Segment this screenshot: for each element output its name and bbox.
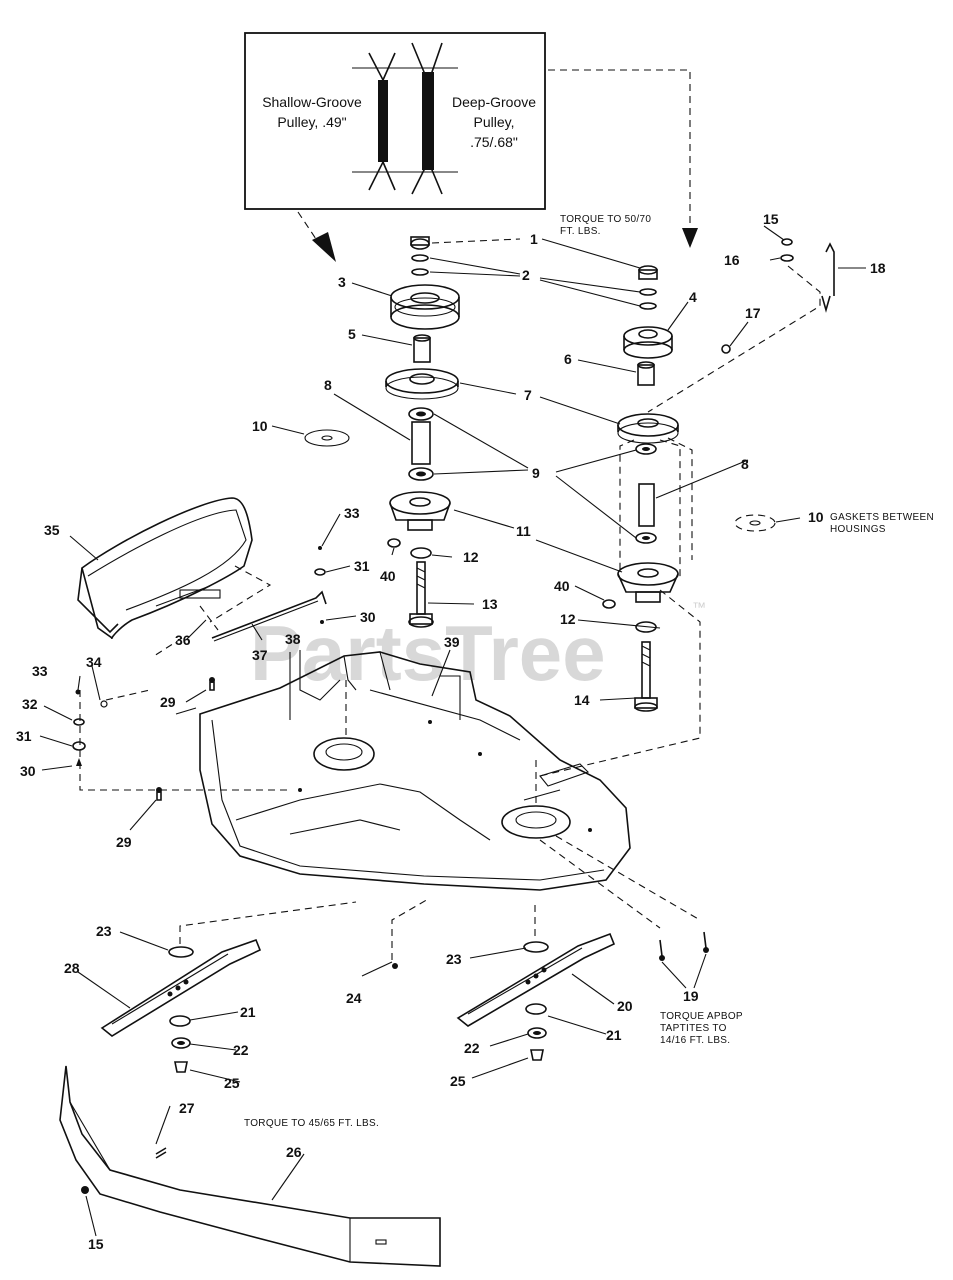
callout-28: 28 (64, 960, 80, 976)
callout-33-lower: 33 (32, 663, 48, 679)
note-torque-top-1: TORQUE TO 50/70 (560, 214, 651, 225)
callout-31-upper: 31 (354, 558, 370, 574)
callout-30-upper: 30 (360, 609, 376, 625)
callout-20: 20 (617, 998, 633, 1014)
callout-21-right: 21 (606, 1027, 622, 1043)
chute-rod (211, 590, 327, 642)
inset-arrows (297, 69, 698, 262)
callout-10-right: 10 (808, 509, 824, 525)
callout-14: 14 (574, 692, 590, 708)
callout-13: 13 (482, 596, 498, 612)
callout-29-lower: 29 (116, 834, 132, 850)
callout-8-right: 8 (741, 456, 749, 472)
callout-31-lower: 31 (16, 728, 32, 744)
discharge-chute (77, 497, 272, 657)
deep-groove-line2: Pulley, (474, 114, 515, 130)
callout-34: 34 (86, 654, 102, 670)
hardware-31 (314, 568, 326, 576)
callout-22-right: 22 (464, 1040, 480, 1056)
callout-22-left: 22 (233, 1042, 249, 1058)
callout-29-upper: 29 (160, 694, 176, 710)
callout-10-left: 10 (252, 418, 268, 434)
callout-24: 24 (346, 990, 362, 1006)
callout-40-right: 40 (554, 578, 570, 594)
callout-16: 16 (724, 252, 740, 268)
leader-lines (39, 225, 866, 1237)
right-spindle-assembly (617, 265, 679, 712)
left-spindle-assembly (385, 236, 460, 628)
callout-5: 5 (348, 326, 356, 342)
callout-12-right: 12 (560, 611, 576, 627)
callout-2: 2 (522, 267, 530, 283)
callout-6: 6 (564, 351, 572, 367)
callout-8-left: 8 (324, 377, 332, 393)
note-torque-19-2: TAPTITES TO (660, 1023, 727, 1034)
callout-11: 11 (516, 523, 531, 539)
shallow-groove-label: Shallow-Groove (262, 94, 362, 110)
taptite-bolts (659, 931, 709, 961)
callout-32: 32 (22, 696, 38, 712)
callout-9: 9 (532, 465, 540, 481)
note-torque-19-3: 14/16 FT. LBS. (660, 1035, 730, 1046)
note-gasket-2: HOUSINGS (830, 524, 886, 535)
callout-39: 39 (444, 634, 460, 650)
callout-numbers: 1 2 3 4 5 6 7 8 8 9 10 10 11 12 12 13 14… (16, 211, 886, 1252)
callout-25-left: 25 (224, 1075, 240, 1091)
callout-19: 19 (683, 988, 699, 1004)
hardware-40-right (602, 599, 616, 609)
callout-38: 38 (285, 631, 301, 647)
watermark: PartsTree (250, 609, 606, 697)
left-blade-assembly (100, 901, 357, 1073)
hardware-40-left (387, 538, 401, 548)
callout-40-left: 40 (380, 568, 396, 584)
gasket-left (304, 429, 350, 447)
callout-4: 4 (689, 289, 697, 305)
callout-30-lower: 30 (20, 763, 36, 779)
mower-deck (199, 650, 701, 929)
callout-15-bottom: 15 (88, 1236, 104, 1252)
left-hardware-stack (72, 689, 290, 791)
callout-12-left: 12 (463, 549, 479, 565)
callout-3: 3 (338, 274, 346, 290)
idler-hardware (647, 238, 835, 413)
callout-35: 35 (44, 522, 60, 538)
callout-37: 37 (252, 647, 268, 663)
callout-18: 18 (870, 260, 886, 276)
hardware-33 (318, 546, 322, 550)
note-torque-top-2: FT. LBS. (560, 226, 601, 237)
callout-23-right: 23 (446, 951, 462, 967)
note-torque-blade: TORQUE TO 45/65 FT. LBS. (244, 1118, 379, 1129)
callout-17: 17 (745, 305, 761, 321)
callout-23-left: 23 (96, 923, 112, 939)
note-torque-19-1: TORQUE APBOP (660, 1011, 743, 1022)
callout-26: 26 (286, 1144, 302, 1160)
right-blade-assembly (456, 900, 616, 1061)
pulley-groove-inset: Shallow-Groove Pulley, .49" Deep-Groove … (244, 32, 546, 210)
callout-7: 7 (524, 387, 532, 403)
baffle (59, 1065, 441, 1267)
gasket-left-hole (321, 435, 333, 441)
watermark-trademark: ™ (692, 599, 706, 615)
note-gasket-1: GASKETS BETWEEN (830, 512, 934, 523)
callout-15-top: 15 (763, 211, 779, 227)
callout-36: 36 (175, 632, 191, 648)
right-housing-guides (539, 437, 701, 777)
hardware-30 (320, 620, 324, 624)
deep-groove-label: Deep-Groove (452, 94, 536, 110)
bolt-24 (391, 897, 431, 969)
callout-21-left: 21 (240, 1004, 256, 1020)
deep-groove-size: .75/.68" (470, 134, 518, 150)
shallow-groove-size: Pulley, .49" (277, 114, 346, 130)
callout-25-right: 25 (450, 1073, 466, 1089)
callout-33-upper: 33 (344, 505, 360, 521)
gasket-right (734, 514, 776, 532)
deck-bolts (156, 677, 215, 801)
callout-1: 1 (530, 231, 538, 247)
gasket-right-hole (749, 520, 761, 526)
callout-27: 27 (179, 1100, 195, 1116)
